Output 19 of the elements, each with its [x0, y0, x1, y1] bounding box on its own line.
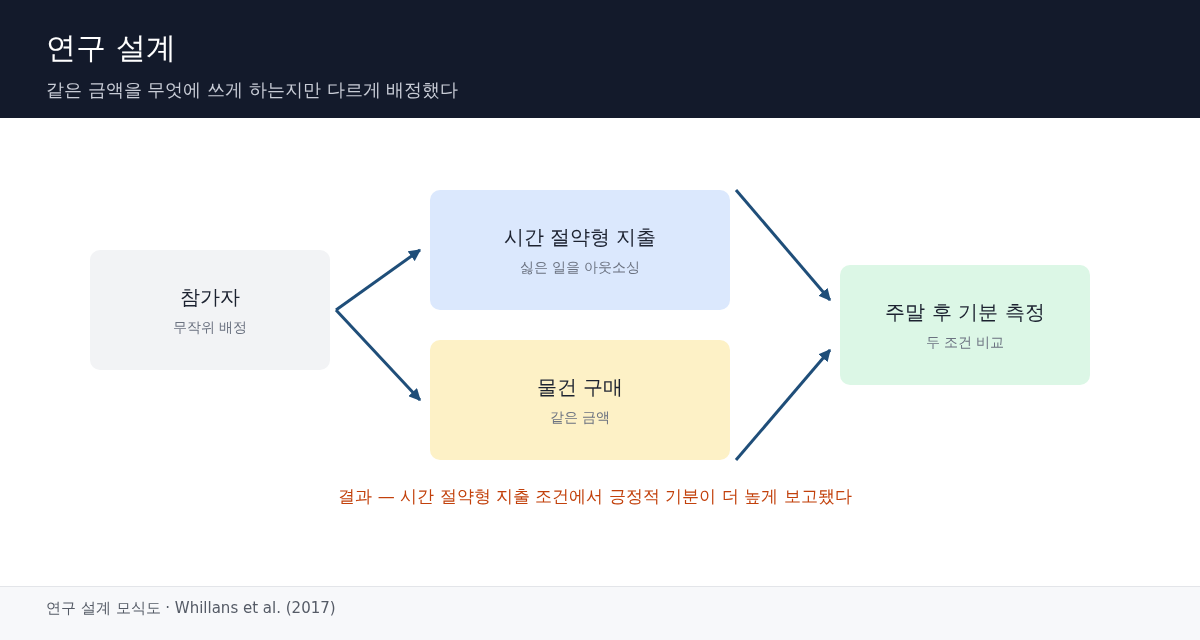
process-box — [840, 265, 1090, 385]
process-box — [430, 190, 730, 310]
box-subtitle: 무작위 배정 — [172, 318, 248, 337]
title: 연구 설계 — [46, 29, 176, 67]
box-title: 참가자 — [180, 283, 240, 311]
box-subtitle: 같은 금액 — [549, 408, 611, 427]
source-note: 연구 설계 모식도 · Whillans et al. (2017) — [46, 599, 336, 618]
process-box — [430, 340, 730, 460]
subtitle: 같은 금액을 무엇에 쓰게 하는지만 다르게 배정했다 — [46, 78, 459, 102]
arrow — [335, 248, 421, 312]
arrow — [734, 349, 832, 461]
box-subtitle: 두 조건 비교 — [925, 333, 1005, 352]
arrow — [334, 308, 422, 402]
result-note: 결과 — 시간 절약형 지출 조건에서 긍정적 기분이 더 높게 보고됐다 — [337, 485, 853, 508]
box-title: 주말 후 기분 측정 — [885, 298, 1045, 326]
box-title: 시간 절약형 지출 — [503, 223, 657, 251]
arrow — [734, 189, 832, 301]
box-subtitle: 싫은 일을 아웃소싱 — [519, 258, 641, 277]
box-title: 물건 구매 — [536, 373, 624, 401]
